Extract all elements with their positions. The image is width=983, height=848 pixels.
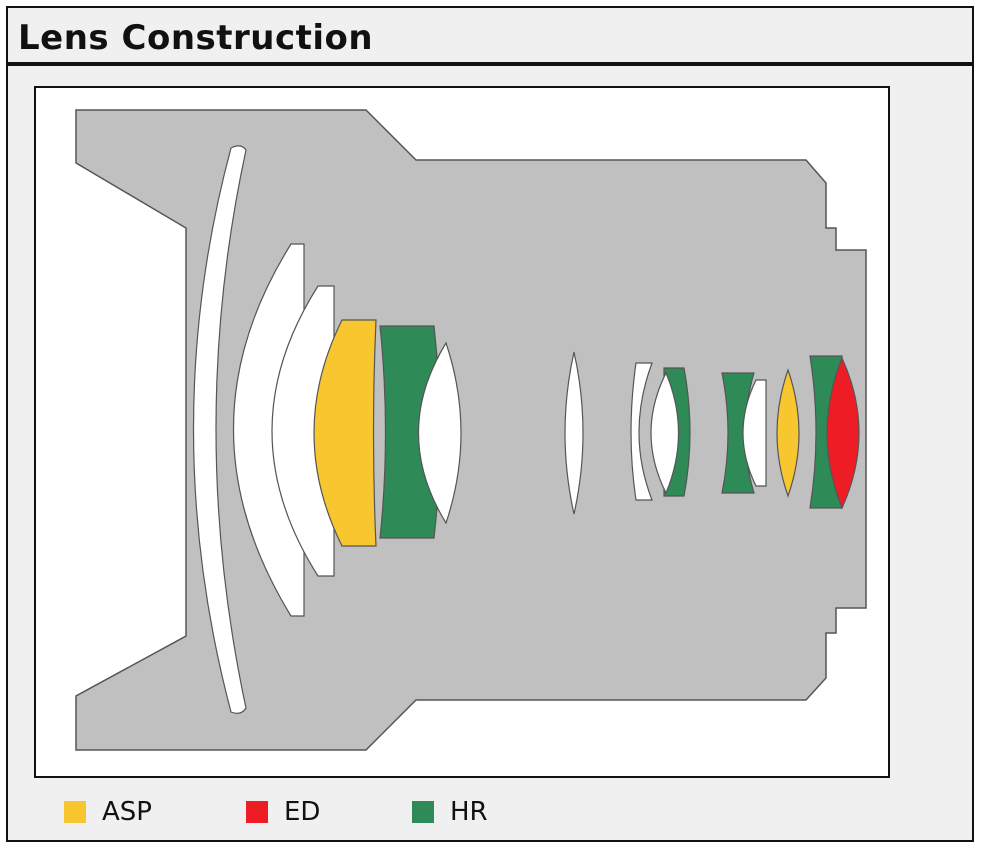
lens-diagram-svg: [75, 109, 867, 751]
lens-element-3: [271, 285, 335, 577]
lens-element-1: [192, 145, 247, 714]
legend-item-hr: HR: [412, 797, 488, 827]
legend-swatch-hr: [412, 801, 434, 823]
legend-item-asp: ASP: [64, 797, 152, 827]
legend-label-asp: ASP: [102, 797, 152, 827]
legend-item-ed: ED: [246, 797, 321, 827]
lens-element-asp-1: [313, 319, 377, 547]
legend-swatch-asp: [64, 801, 86, 823]
panel-header: Lens Construction: [8, 8, 972, 66]
lens-element-6: [630, 362, 653, 501]
panel-title: Lens Construction: [18, 18, 374, 58]
legend-swatch-ed: [246, 801, 268, 823]
legend-label-hr: HR: [450, 797, 488, 827]
legend: ASP ED HR: [8, 784, 972, 834]
lens-element-asp-2: [776, 368, 800, 498]
lens-construction-panel: Lens Construction: [6, 6, 974, 842]
lens-barrel: [75, 109, 867, 751]
lens-element-7: [650, 371, 680, 495]
lens-element-8: [742, 379, 767, 487]
lens-element-5: [564, 351, 584, 515]
lens-diagram: [34, 86, 890, 778]
lens-element-4: [418, 341, 462, 525]
lens-element-ed: [826, 356, 860, 510]
legend-label-ed: ED: [284, 797, 321, 827]
lens-element-2: [233, 243, 305, 617]
